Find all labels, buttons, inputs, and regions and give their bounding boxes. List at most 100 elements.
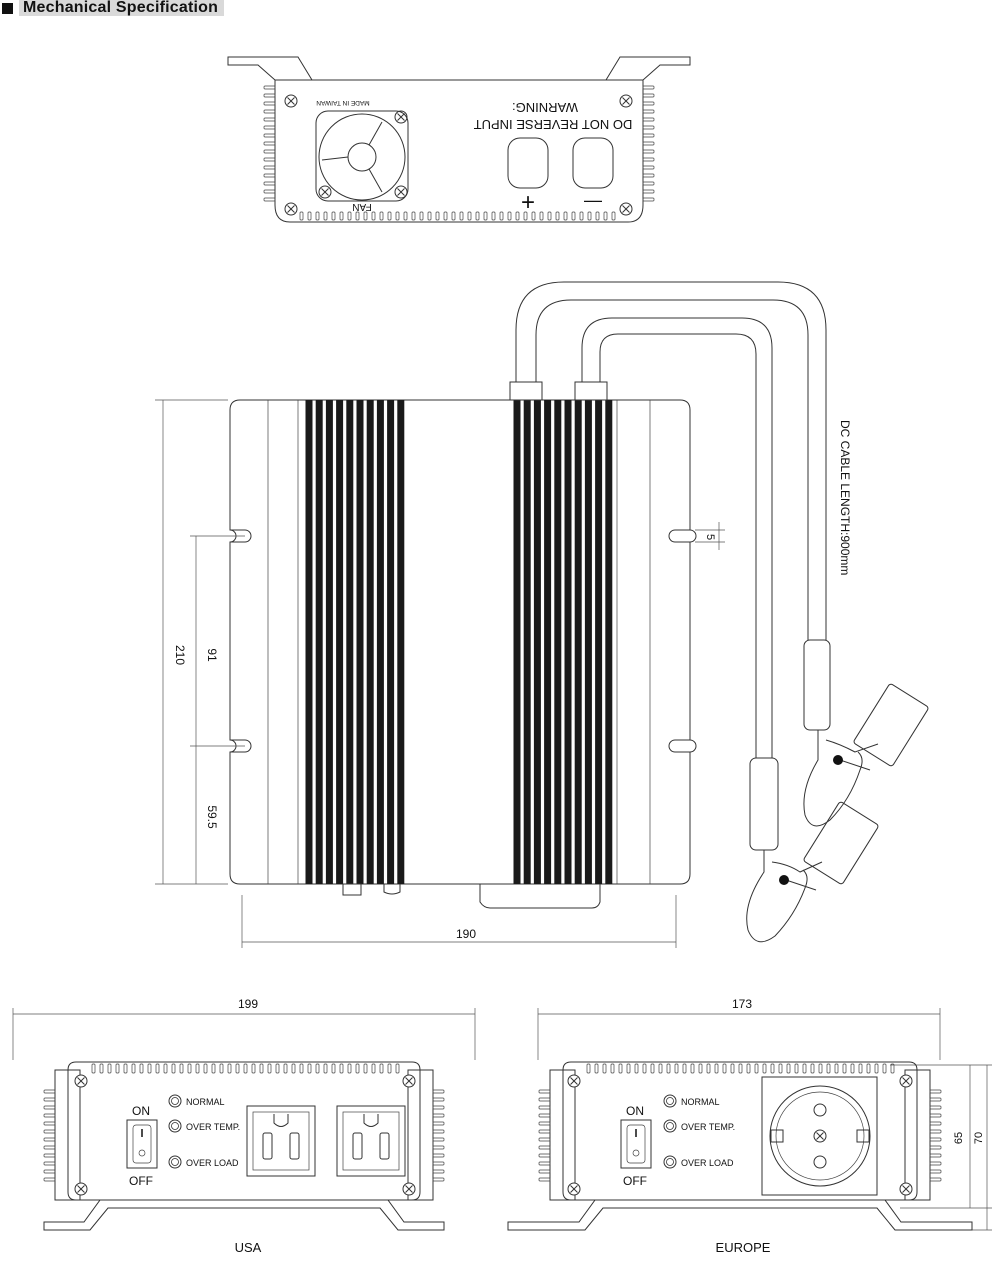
fin <box>387 1063 392 1074</box>
heatsink-fin <box>376 400 384 884</box>
fin <box>929 1121 942 1126</box>
fin <box>371 211 376 221</box>
fin <box>538 1137 551 1142</box>
fin <box>263 85 276 90</box>
usa-power-switch[interactable] <box>126 1119 158 1169</box>
fin <box>179 1063 184 1074</box>
fin <box>347 211 352 221</box>
fin <box>427 211 432 221</box>
cable-gland <box>509 381 543 401</box>
fin <box>43 1113 56 1118</box>
fin <box>770 1063 775 1074</box>
heatsink-fin <box>356 400 364 884</box>
fin <box>403 211 408 221</box>
clip-sleeve <box>803 639 831 731</box>
heatsink-fin <box>325 400 333 884</box>
screw-icon <box>899 1074 913 1088</box>
fin <box>432 1121 445 1126</box>
fin <box>379 211 384 221</box>
fin <box>227 1063 232 1074</box>
dim-91-label: 91 <box>205 648 219 662</box>
fin <box>432 1113 445 1118</box>
fin <box>722 1063 727 1074</box>
fin <box>778 1063 783 1074</box>
fin <box>432 1177 445 1182</box>
fin <box>642 125 655 130</box>
fin <box>611 211 616 221</box>
fin <box>650 1063 655 1074</box>
usa-dim-199-label: 199 <box>238 997 258 1011</box>
europe-power-switch[interactable] <box>620 1119 652 1169</box>
heatsink-fin <box>595 400 603 884</box>
fin <box>538 1161 551 1166</box>
fin <box>642 189 655 194</box>
fin <box>642 197 655 202</box>
fin <box>626 1063 631 1074</box>
heatsink-fins-left <box>305 400 405 884</box>
fin <box>690 1063 695 1074</box>
fin <box>714 1063 719 1074</box>
dim-5-label: 5 <box>704 534 716 540</box>
fin <box>243 1063 248 1074</box>
fin <box>618 1063 623 1074</box>
screw-icon <box>402 1182 416 1196</box>
warning-detail-label: DO NOT REVERSE INPUT <box>474 117 633 132</box>
fin <box>171 1063 176 1074</box>
fin <box>263 173 276 178</box>
fin <box>263 149 276 154</box>
heatsink-fin <box>315 400 323 884</box>
fin <box>263 101 276 106</box>
screw-icon <box>284 202 298 216</box>
heatsink-fin <box>387 400 395 884</box>
fin <box>563 211 568 221</box>
usa-off-label: OFF <box>129 1174 153 1188</box>
usa-on-label: ON <box>132 1104 150 1118</box>
fin <box>139 1063 144 1074</box>
fin <box>929 1169 942 1174</box>
fin <box>730 1063 735 1074</box>
fin <box>315 1063 320 1074</box>
fin <box>263 117 276 122</box>
fin <box>810 1063 815 1074</box>
header-square-icon <box>2 2 13 14</box>
dimension-59-5: 59.5 <box>195 746 219 884</box>
europe-dim-173-label: 173 <box>732 997 752 1011</box>
fin <box>411 211 416 221</box>
heatsink-fin <box>366 400 374 884</box>
heatsink-fin <box>564 400 572 884</box>
fin <box>642 1063 647 1074</box>
screw-icon <box>567 1182 581 1196</box>
fin <box>395 1063 400 1074</box>
usa-caption: USA <box>235 1240 262 1255</box>
fin <box>858 1063 863 1074</box>
fin <box>674 1063 679 1074</box>
fin <box>235 1063 240 1074</box>
fin <box>43 1105 56 1110</box>
fin <box>432 1145 445 1150</box>
fin <box>211 1063 216 1074</box>
fin <box>929 1089 942 1094</box>
us-outlet-icon <box>246 1105 316 1177</box>
heatsink-fin <box>544 400 552 884</box>
fin <box>642 165 655 170</box>
fin <box>706 1063 711 1074</box>
fin <box>866 1063 871 1074</box>
screw-icon <box>899 1182 913 1196</box>
fin <box>642 173 655 178</box>
screw-icon <box>567 1074 581 1088</box>
fin <box>586 1063 591 1074</box>
fin <box>219 1063 224 1074</box>
fin <box>491 211 496 221</box>
fin <box>251 1063 256 1074</box>
fin <box>371 1063 376 1074</box>
dimension-5: 5 <box>695 522 725 550</box>
fin <box>459 211 464 221</box>
fin <box>538 1097 551 1102</box>
fin <box>642 157 655 162</box>
europe-dim-65-label: 65 <box>953 1132 965 1144</box>
fin <box>363 211 368 221</box>
made-in-label: MADE IN TAIWAN <box>316 99 370 106</box>
dim-210-label: 210 <box>173 645 187 665</box>
fin <box>642 109 655 114</box>
europe-normal-label: NORMAL <box>681 1097 720 1107</box>
